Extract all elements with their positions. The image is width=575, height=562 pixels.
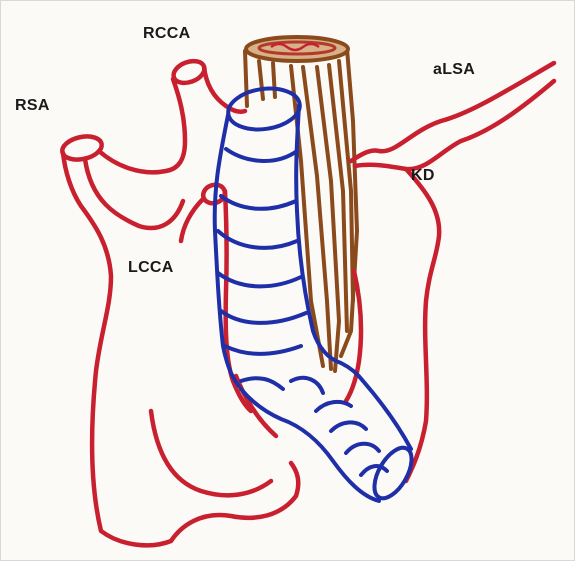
label-rsa: RSA [15,97,50,115]
trachea-left-wall [245,51,247,106]
vein [215,84,419,504]
label-rcca: RCCA [143,25,190,43]
label-kd: KD [411,167,435,185]
label-lcca: LCCA [128,259,174,277]
label-alsa: aLSA [433,61,475,79]
rsa-vessel-end [60,133,104,163]
